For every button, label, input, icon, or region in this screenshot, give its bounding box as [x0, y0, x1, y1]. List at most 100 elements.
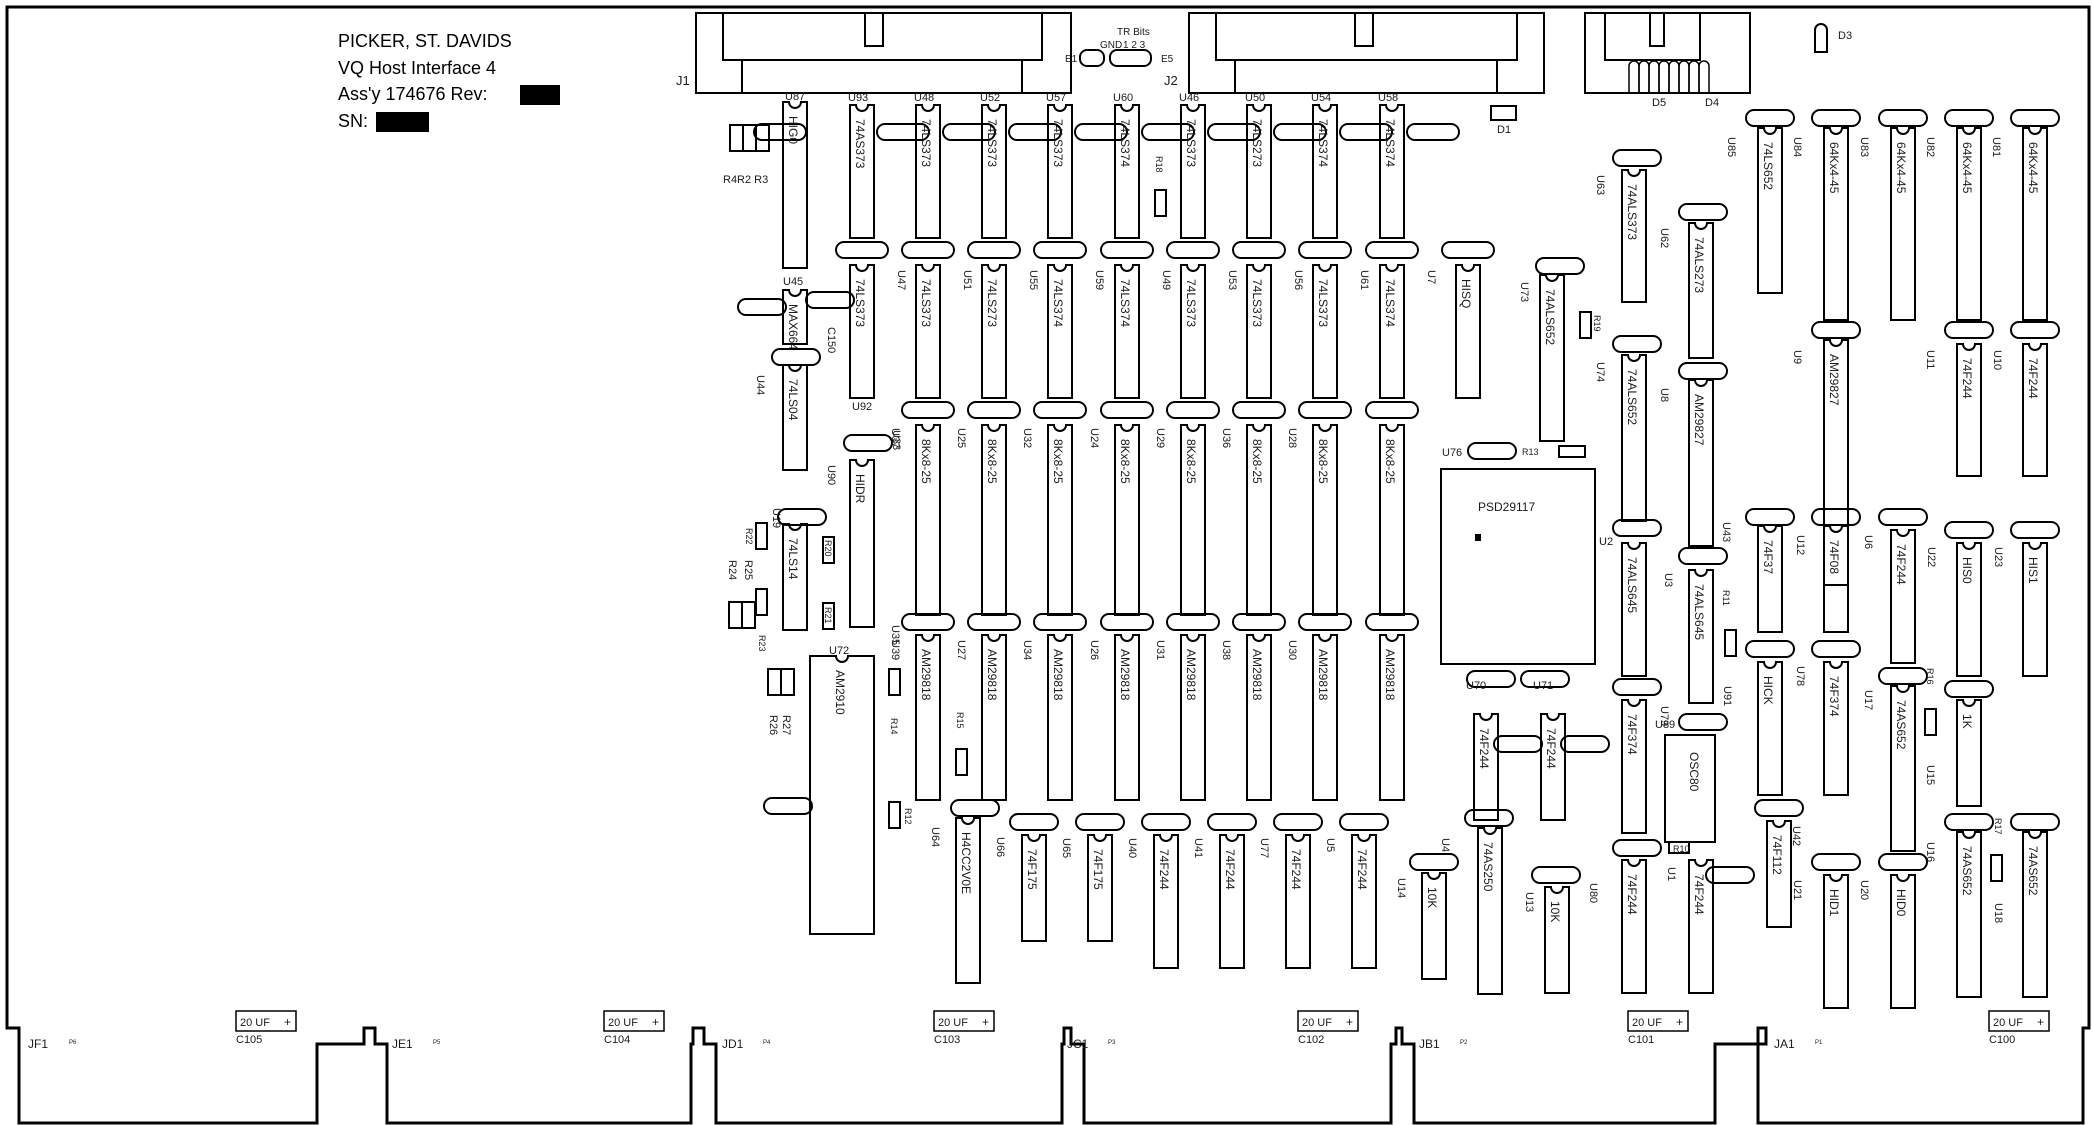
ic-ref: U5 [1324, 838, 1336, 852]
ic-body [2022, 343, 2048, 477]
cap-ref: C103 [934, 1034, 960, 1046]
decoupling-cap [1878, 508, 1928, 526]
ic-ref: U64 [929, 827, 941, 847]
ic-part-label: 74F244 [1625, 874, 1639, 915]
ic-part-label: 74F244 [1289, 849, 1303, 890]
tantalum-cap: 20 UF+C101 [1627, 1010, 1689, 1046]
cap-ref: C105 [236, 1034, 262, 1046]
ic-chip: 10K [1421, 872, 1447, 980]
decoupling-cap [1166, 401, 1220, 419]
ic-part-label: 74F244 [2026, 358, 2040, 399]
decoupling-cap [2010, 813, 2060, 831]
ic-part-label: 74LS273 [985, 279, 999, 327]
ic-chip: 8Kx8-25 [1246, 424, 1272, 616]
ic-body [1956, 127, 1982, 321]
ic-chip: 74LS374 [1114, 264, 1140, 399]
ic-ref: U70 [1466, 680, 1486, 692]
led [1648, 60, 1660, 92]
ic-ref: U63 [1594, 175, 1606, 195]
ic-part-label: 74LS373 [1316, 279, 1330, 327]
decoupling-cap [1406, 123, 1460, 141]
edge-connector-pin: P1 [1815, 1040, 1823, 1046]
ic-ref: U42 [1790, 826, 1802, 846]
ic-ref: U35 [889, 625, 901, 645]
decoupling-cap [967, 241, 1021, 259]
connector-key [1354, 12, 1374, 47]
ic-ref: U21 [1791, 880, 1803, 900]
cap-ref-c150: C150 [825, 327, 837, 353]
ic-body [1180, 634, 1206, 801]
resistor-r27 [767, 668, 782, 696]
resistor-r24 [728, 601, 743, 629]
ic-part-label: H4CC2V0E [959, 832, 973, 894]
decoupling-cap [1612, 335, 1662, 353]
ic-ref: U3 [1662, 573, 1674, 587]
ic-part-label: AM29827 [1692, 394, 1706, 446]
decoupling-cap [1944, 321, 1994, 339]
ic-body [1379, 264, 1405, 399]
decoupling-cap [1339, 813, 1389, 831]
ic-part-label: AM29818 [1316, 649, 1330, 701]
decoupling-cap [1166, 613, 1220, 631]
tantalum-cap: 20 UF+C100 [1988, 1010, 2050, 1046]
ic-ref: U2 [1599, 536, 1613, 548]
ic-part-label: 8Kx8-25 [919, 439, 933, 484]
ic-ref: U89 [1655, 719, 1675, 731]
ic-part-label: AM29818 [1184, 649, 1198, 701]
ic-part-label: 74ALS645 [1692, 584, 1706, 640]
ic-chip: 74LS14 [782, 523, 808, 631]
ic-body [1688, 222, 1714, 359]
ic-ref: U45 [783, 276, 803, 288]
ic-chip: 8Kx8-25 [915, 424, 941, 616]
resistor-ref: R12 [903, 808, 913, 825]
ic-chip: 74LS373 [849, 264, 875, 399]
ic-ref: U78 [1794, 666, 1806, 686]
ic-part-label: AM29818 [919, 649, 933, 701]
serial-label: SN: [338, 110, 369, 131]
resistor-ref: R27 [780, 715, 792, 735]
resistor-ref: R11 [1721, 590, 1731, 606]
decoupling-cap [1560, 735, 1610, 753]
ic-ref: U47 [895, 270, 907, 290]
ic-part-label: 64Kx4-45 [1960, 142, 1974, 194]
ic-part-label: 74AS652 [2026, 846, 2040, 896]
ic-part-label: 74LS04 [786, 379, 800, 421]
decoupling-cap [1075, 813, 1125, 831]
resistor-r12 [888, 801, 901, 829]
ic-chip: AM29827 [1688, 379, 1714, 547]
resistor-r11 [1724, 629, 1737, 657]
ic-chip: 74LS374 [1047, 264, 1073, 399]
resistor-r16 [1924, 708, 1937, 736]
decoupling-cap [1811, 508, 1861, 526]
decoupling-cap [1612, 678, 1662, 696]
decoupling-cap [1944, 680, 1994, 698]
ic-part-label: 8Kx8-25 [985, 439, 999, 484]
decoupling-cap [1298, 613, 1352, 631]
ic-part-label: OSC80 [1687, 752, 1701, 792]
decoupling-cap [1166, 241, 1220, 259]
ic-chip: 74LS373 [1047, 104, 1073, 239]
ic-body [981, 424, 1007, 616]
ic-chip: 74ALS652 [1539, 274, 1565, 442]
ic-chip: 8Kx8-25 [1180, 424, 1206, 616]
ic-chip: 74LS373 [981, 104, 1007, 239]
ic-ref: U53 [1226, 270, 1238, 290]
chip-layer: 74AS373U9374LS373U4874LS373U5274LS373U57… [737, 91, 2060, 1009]
cap-body [235, 1010, 297, 1032]
ic-ref: U57 [1046, 92, 1066, 104]
cap-polarity: + [982, 1015, 989, 1029]
ic-ref: U6 [1862, 535, 1874, 549]
ic-body [1087, 834, 1113, 942]
ic-ref: U56 [1292, 270, 1304, 290]
ic-body [1047, 104, 1073, 239]
jumper-e5 [1109, 49, 1152, 67]
decoupling-cap [1232, 613, 1286, 631]
ic-body [1890, 529, 1916, 664]
ic-ref: U25 [955, 428, 967, 448]
ic-chip: 74AS652 [2022, 831, 2048, 998]
